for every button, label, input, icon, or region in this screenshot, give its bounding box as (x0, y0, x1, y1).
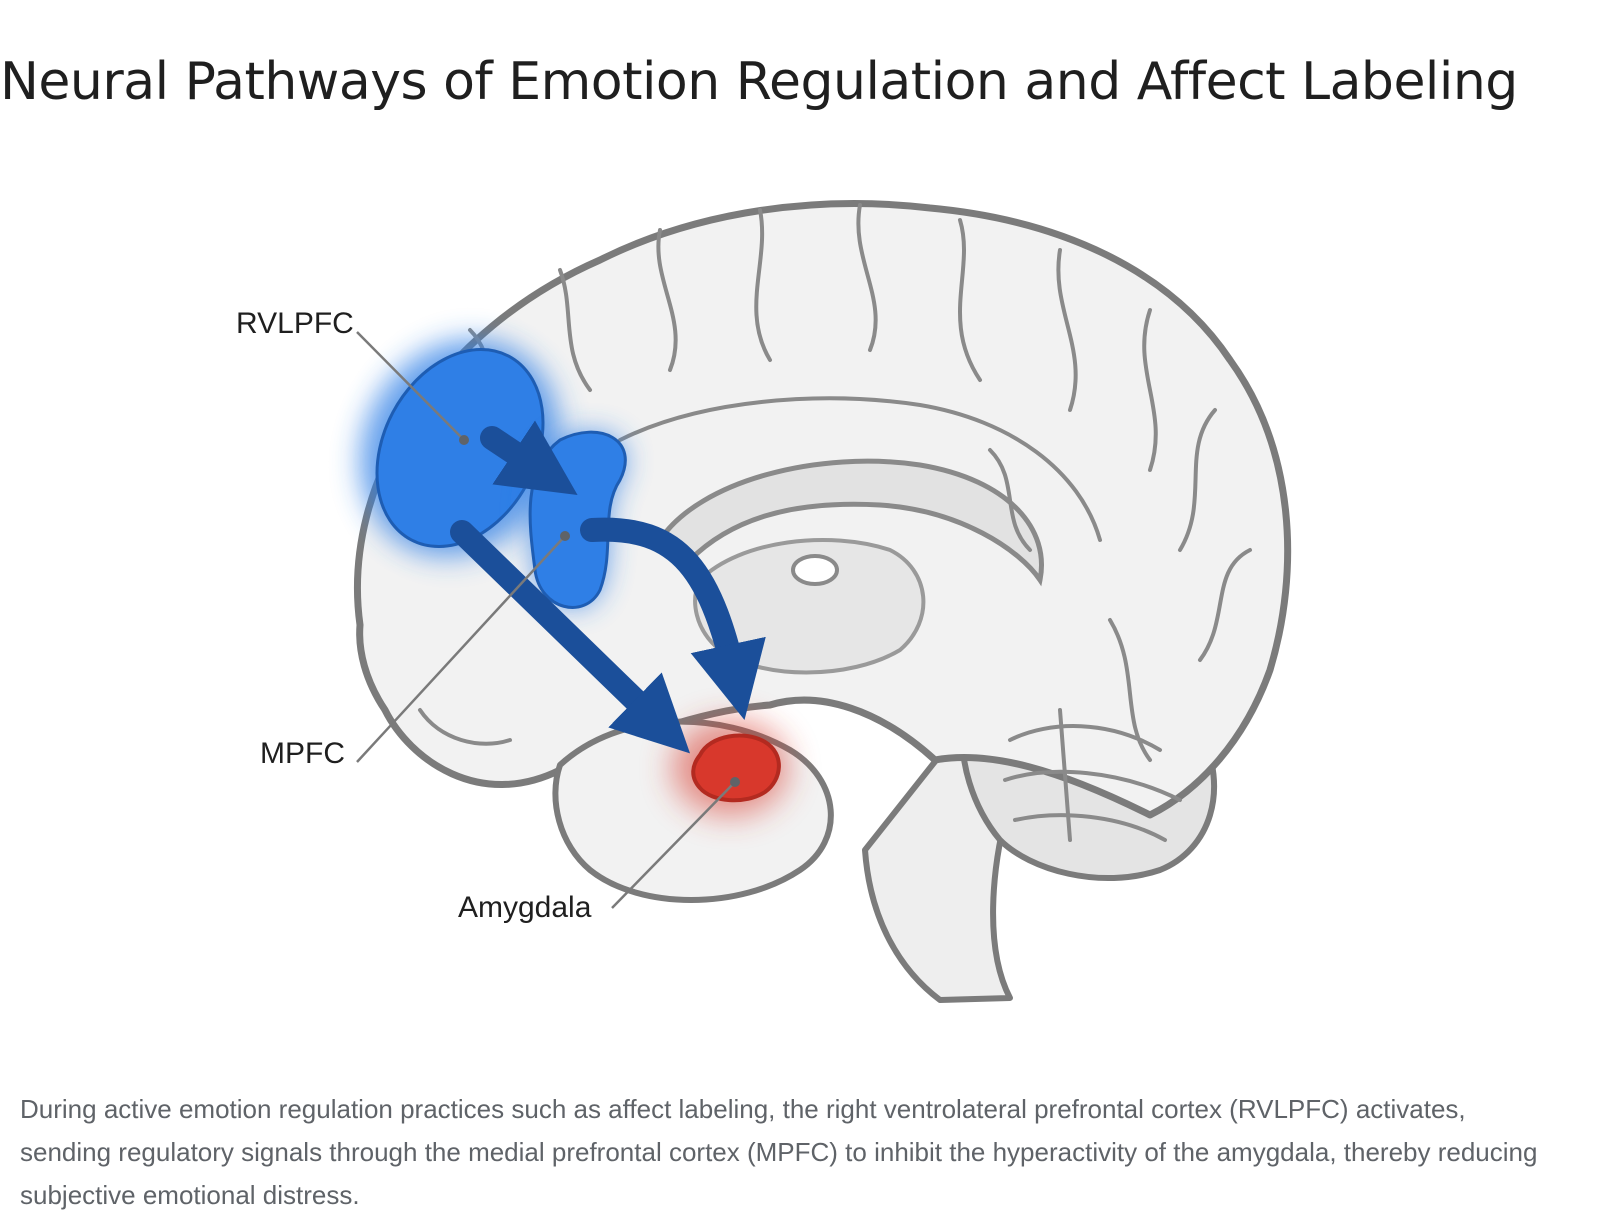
page-title: Neural Pathways of Emotion Regulation an… (0, 52, 1518, 112)
rvlpfc-marker-dot (459, 435, 469, 445)
rvlpfc-label: RVLPFC (236, 307, 354, 340)
regulatory-pathway-arrows (450, 420, 766, 754)
amygdala-region[interactable] (672, 720, 788, 816)
amygdala-marker-dot (730, 777, 740, 787)
arrow-rvlpfc-to-mpfc (480, 420, 578, 496)
mpfc-marker-dot (560, 531, 570, 541)
leader-lines (356, 331, 736, 909)
figure-caption: During active emotion regulation practic… (20, 1094, 1538, 1210)
arrow-mpfc-to-amygdala (580, 517, 766, 721)
cerebellum-folia (1003, 708, 1182, 842)
amygdala-label: Amygdala (458, 891, 592, 924)
mpfc-label: MPFC (260, 737, 345, 770)
arrow-rvlpfc-to-amygdala (450, 520, 691, 754)
corpus-callosum (656, 458, 1044, 587)
brain-diagram: RVLPFC MPFC Amygdala (236, 200, 1292, 1003)
rvlpfc-region[interactable] (323, 304, 598, 592)
interthalamic-adhesion (791, 554, 839, 586)
